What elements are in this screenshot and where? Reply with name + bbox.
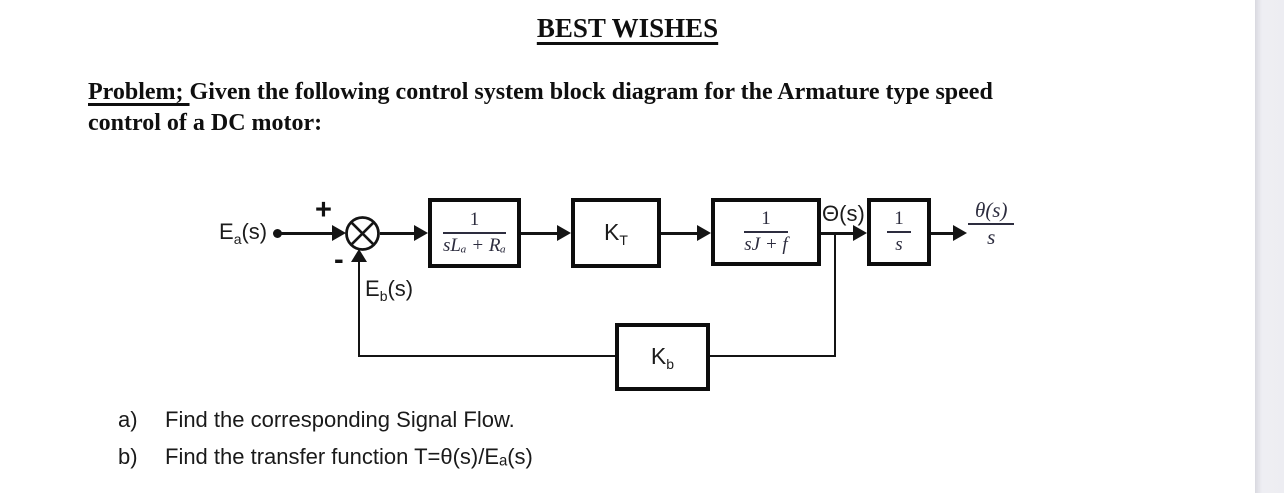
- question-a: a) Find the corresponding Signal Flow.: [118, 407, 533, 444]
- page-title-text: BEST WISHES: [536, 13, 719, 43]
- feedback-signal-label: Eb(s): [365, 276, 414, 304]
- question-a-marker: a): [118, 407, 138, 432]
- problem-line1: Given the following control system block…: [189, 79, 993, 105]
- signal-line: [278, 232, 334, 235]
- feedback-line: [834, 235, 836, 356]
- question-b-text: Find the transfer function T=θ(s)/Eₐ(s): [165, 444, 533, 469]
- speed-signal-label: Θ(s): [822, 201, 865, 226]
- problem-statement: Problem; Given the following control sys…: [88, 77, 1198, 139]
- block-integrator: 1 s: [867, 198, 931, 266]
- feedback-line: [358, 260, 360, 356]
- arrowhead-icon: [697, 225, 711, 241]
- torque-gain-label: KT: [604, 218, 628, 248]
- signal-line: [931, 232, 954, 235]
- page-title: BEST WISHES: [0, 13, 1255, 44]
- minus-sign: -: [334, 244, 344, 276]
- question-b-marker: b): [118, 444, 138, 469]
- output-signal-label: θ(s) s: [968, 200, 1015, 248]
- page-edge-gutter: [1255, 0, 1284, 493]
- question-a-text: Find the corresponding Signal Flow.: [165, 407, 515, 432]
- signal-line: [661, 232, 698, 235]
- block-back-emf: Kb: [615, 323, 710, 391]
- arrowhead-icon: [414, 225, 428, 241]
- block-armature: 1 sLₐ + Rₐ: [428, 198, 521, 268]
- plus-sign: +: [315, 194, 332, 226]
- signal-line: [380, 232, 415, 235]
- questions-list: a) Find the corresponding Signal Flow. b…: [118, 407, 533, 481]
- input-node-dot: [273, 229, 282, 238]
- arrowhead-icon: [953, 225, 967, 241]
- input-signal-label: Ea(s): [219, 219, 268, 247]
- arrowhead-icon: [351, 249, 367, 262]
- problem-label: Problem;: [88, 79, 190, 105]
- load-transfer-function: 1 sJ + f: [744, 208, 788, 255]
- back-emf-gain-label: Kb: [650, 342, 675, 372]
- signal-line: [821, 232, 854, 235]
- problem-line2: control of a DC motor:: [88, 110, 323, 136]
- arrowhead-icon: [332, 225, 346, 241]
- summing-junction-icon: [345, 216, 380, 251]
- signal-line: [521, 232, 558, 235]
- block-load: 1 sJ + f: [711, 198, 821, 266]
- feedback-line: [358, 355, 836, 357]
- integrator-transfer-function: 1 s: [887, 208, 911, 256]
- question-b: b) Find the transfer function T=θ(s)/Eₐ(…: [118, 444, 533, 481]
- block-torque-constant: KT: [571, 198, 661, 268]
- arrowhead-icon: [853, 225, 867, 241]
- arrowhead-icon: [557, 225, 571, 241]
- armature-transfer-function: 1 sLₐ + Rₐ: [442, 209, 506, 256]
